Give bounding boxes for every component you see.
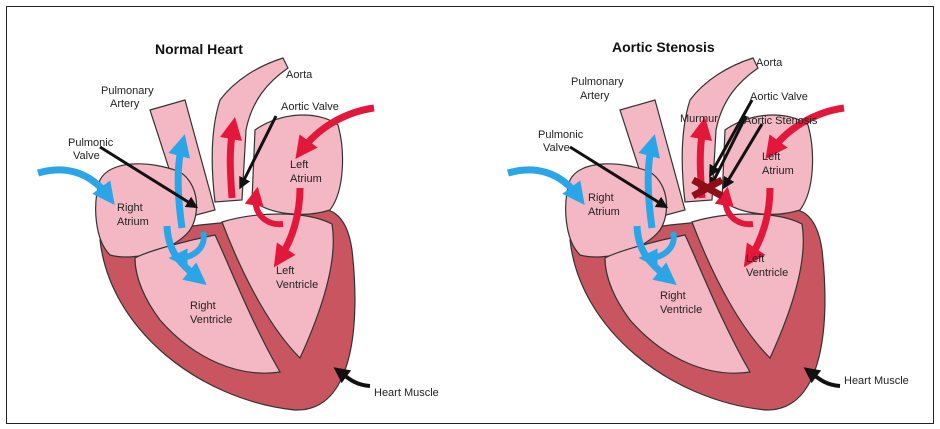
label-murmur: Murmur [680, 113, 718, 125]
label-right-ventricle: Right [660, 290, 686, 302]
label-right-atrium: Right [588, 192, 614, 204]
label-pulmonic-valve: Pulmonic [68, 137, 114, 149]
label-left-ventricle: Left [276, 265, 294, 277]
label-pulmonary-artery: Pulmonary [101, 85, 154, 97]
label-pulmonic-valve: Pulmonic [538, 129, 584, 141]
label-right-ventricle: Right [190, 300, 216, 312]
label-left-ventricle-2: Ventricle [276, 279, 318, 291]
label-left-atrium-2: Atrium [290, 173, 322, 185]
label-pulmonary-artery: Pulmonary [571, 76, 624, 88]
label-right-ventricle-2: Ventricle [190, 314, 232, 326]
label-left-atrium: Left [762, 151, 780, 163]
label-aortic-valve: Aortic Valve [281, 101, 339, 113]
label-aorta: Aorta [756, 57, 783, 69]
label-pulmonary-artery-2: Artery [110, 98, 140, 110]
label-right-atrium-2: Atrium [117, 216, 149, 228]
label-right-atrium-2: Atrium [588, 206, 620, 218]
label-left-ventricle: Left [746, 253, 764, 265]
label-left-atrium-2: Atrium [762, 165, 794, 177]
label-heart-muscle: Heart Muscle [844, 375, 909, 387]
stenosis-heart: Aortic Stenosis Pulmonary Artery Aorta A… [508, 39, 909, 410]
normal-heart: Normal Heart Pulmonary Artery Aorta Aort… [38, 41, 439, 410]
label-heart-muscle: Heart Muscle [374, 387, 439, 399]
label-right-atrium: Right [117, 202, 143, 214]
normal-heart-title: Normal Heart [155, 41, 243, 57]
label-pulmonic-valve-2: Valve [73, 150, 100, 162]
label-aortic-stenosis: Aortic Stenosis [744, 115, 818, 127]
stenosis-heart-title: Aortic Stenosis [612, 39, 715, 55]
label-left-atrium: Left [290, 159, 308, 171]
label-aortic-valve: Aortic Valve [750, 91, 808, 103]
label-aorta: Aorta [286, 69, 313, 81]
label-pulmonary-artery-2: Artery [580, 90, 610, 102]
label-left-ventricle-2: Ventricle [746, 267, 788, 279]
label-right-ventricle-2: Ventricle [660, 304, 702, 316]
label-pulmonic-valve-2: Valve [543, 142, 570, 154]
